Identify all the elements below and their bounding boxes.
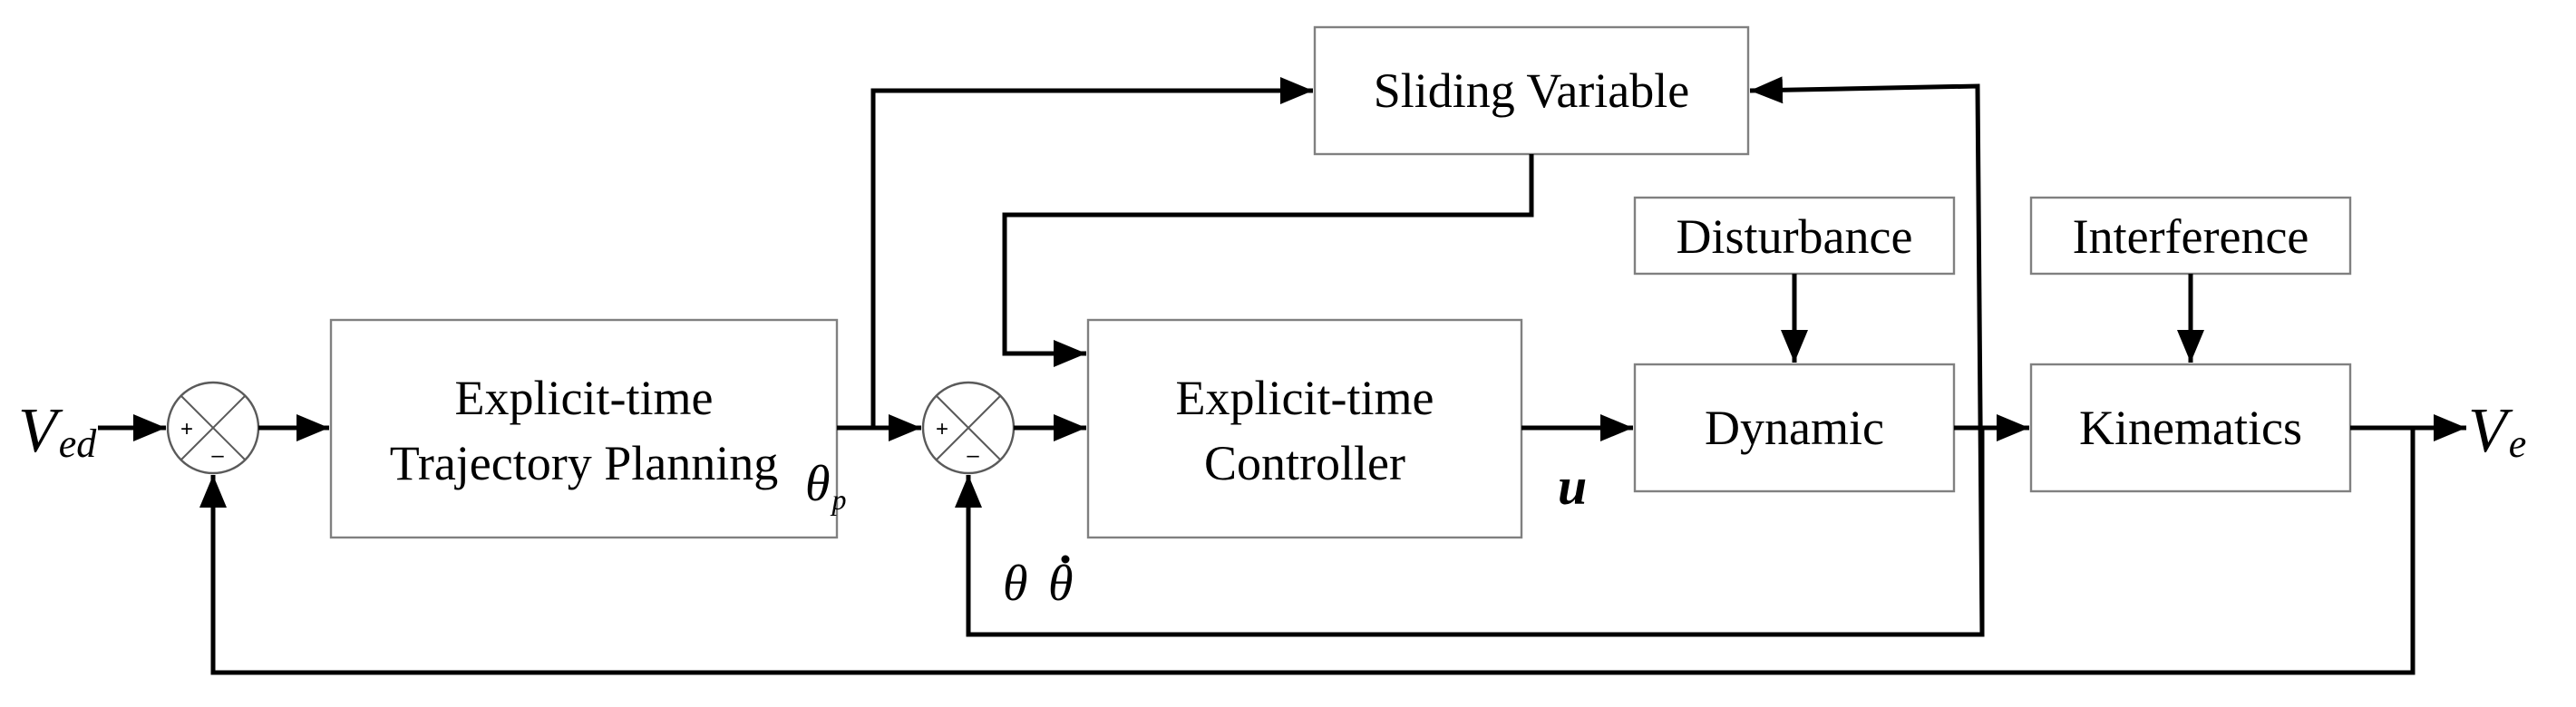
plus-sign: + <box>936 417 948 441</box>
trajectory-planning-label-line2: Trajectory Planning <box>390 436 778 490</box>
summing-junction-1: + – <box>166 381 260 475</box>
derivative-dot <box>1061 555 1070 564</box>
inner-feedback-arrow <box>955 428 1985 637</box>
disturbance-block: Disturbance <box>1633 196 1956 276</box>
sliding-variable-label: Sliding Variable <box>1374 63 1689 118</box>
theta-dot-symbol: θ <box>1048 556 1074 612</box>
control-input-label: u <box>1558 457 1587 516</box>
minus-sign: – <box>211 443 224 468</box>
kinematics-block: Kinematics <box>2029 363 2352 493</box>
thetap-to-sliding-arrow <box>870 77 1313 428</box>
output-signal-label: Ve <box>2468 396 2526 466</box>
interference-label: Interference <box>2073 209 2309 264</box>
interference-block: Interference <box>2029 196 2352 276</box>
sliding-to-controller-arrow <box>1002 154 1534 367</box>
trajectory-planning-block: Explicit-time Trajectory Planning <box>329 318 839 539</box>
controller-label-line1: Explicit-time <box>1176 371 1434 425</box>
controller-label-line2: Controller <box>1204 436 1405 490</box>
kinematics-label: Kinematics <box>2079 401 2302 455</box>
dynamic-block: Dynamic <box>1633 363 1956 493</box>
trajectory-planning-label-line1: Explicit-time <box>455 371 714 425</box>
plus-sign: + <box>180 417 193 441</box>
theta-symbol: θ <box>1003 556 1028 612</box>
theta-feedback-label: θ θ <box>1003 555 1074 612</box>
sliding-variable-block: Sliding Variable <box>1313 25 1750 156</box>
input-signal-label: Ved <box>18 396 97 466</box>
disturbance-label: Disturbance <box>1677 209 1913 264</box>
controller-block: Explicit-time Controller <box>1086 318 1523 539</box>
theta-p-label: θp <box>805 456 847 516</box>
summing-junction-2: + – <box>921 381 1016 475</box>
dynamic-label: Dynamic <box>1705 401 1884 455</box>
minus-sign: – <box>967 443 979 468</box>
state-to-sliding-arrow <box>1749 76 1985 635</box>
outer-feedback-arrow <box>199 428 2416 675</box>
